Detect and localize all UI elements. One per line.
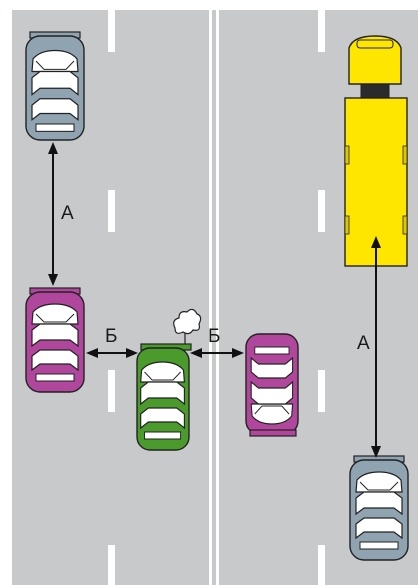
label-distance-side-right: Б	[208, 326, 220, 347]
bus-yellow	[344, 35, 408, 267]
arrow-following-distance-left	[48, 142, 58, 286]
arrow-following-distance-right	[371, 236, 381, 458]
arrow-side-distance-right	[190, 348, 244, 358]
lane-marking-left	[108, 10, 115, 585]
car-magenta-left	[25, 287, 85, 393]
car-gray-lead-left	[25, 31, 85, 141]
label-distance-following-right: А	[357, 333, 370, 354]
center-line-left	[209, 10, 212, 585]
car-green-center	[136, 343, 192, 451]
label-distance-following-left: А	[61, 203, 74, 224]
arrow-side-distance-left	[86, 348, 138, 358]
steam-cloud-icon	[173, 308, 202, 344]
label-distance-side-left: Б	[105, 326, 117, 347]
car-magenta-right	[245, 333, 299, 437]
car-gray-right	[349, 455, 409, 561]
lane-marking-right	[318, 10, 325, 585]
center-line-right	[216, 10, 219, 585]
